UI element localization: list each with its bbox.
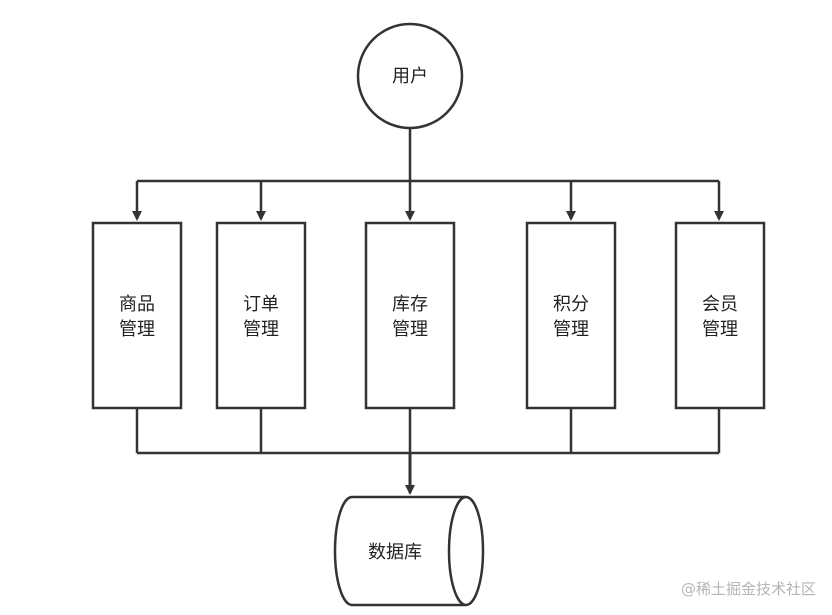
database-end-arc: [447, 495, 467, 607]
database-label: 数据库: [368, 542, 422, 563]
module-box-1: [91, 221, 183, 410]
module-5-label-line2: 管理: [702, 319, 738, 340]
module-4-label-line2: 管理: [553, 319, 589, 340]
user-label: 用户: [392, 66, 428, 87]
module-3-label-line2: 管理: [392, 319, 428, 340]
module-5-label-line1: 会员: [702, 294, 738, 315]
module-3-label-line1: 库存: [392, 294, 428, 315]
module-box-3: [364, 221, 456, 410]
module-1-label-line2: 管理: [119, 319, 155, 340]
module-box-2: [215, 221, 307, 410]
watermark-text: @稀土掘金技术社区: [681, 580, 816, 598]
module-2-label-line1: 订单: [243, 294, 279, 315]
module-2-label-line2: 管理: [243, 319, 279, 340]
module-box-4: [525, 221, 617, 410]
module-1-label-line1: 商品: [119, 294, 155, 315]
module-box-5: [674, 221, 766, 410]
module-4-label-line1: 积分: [553, 294, 589, 315]
